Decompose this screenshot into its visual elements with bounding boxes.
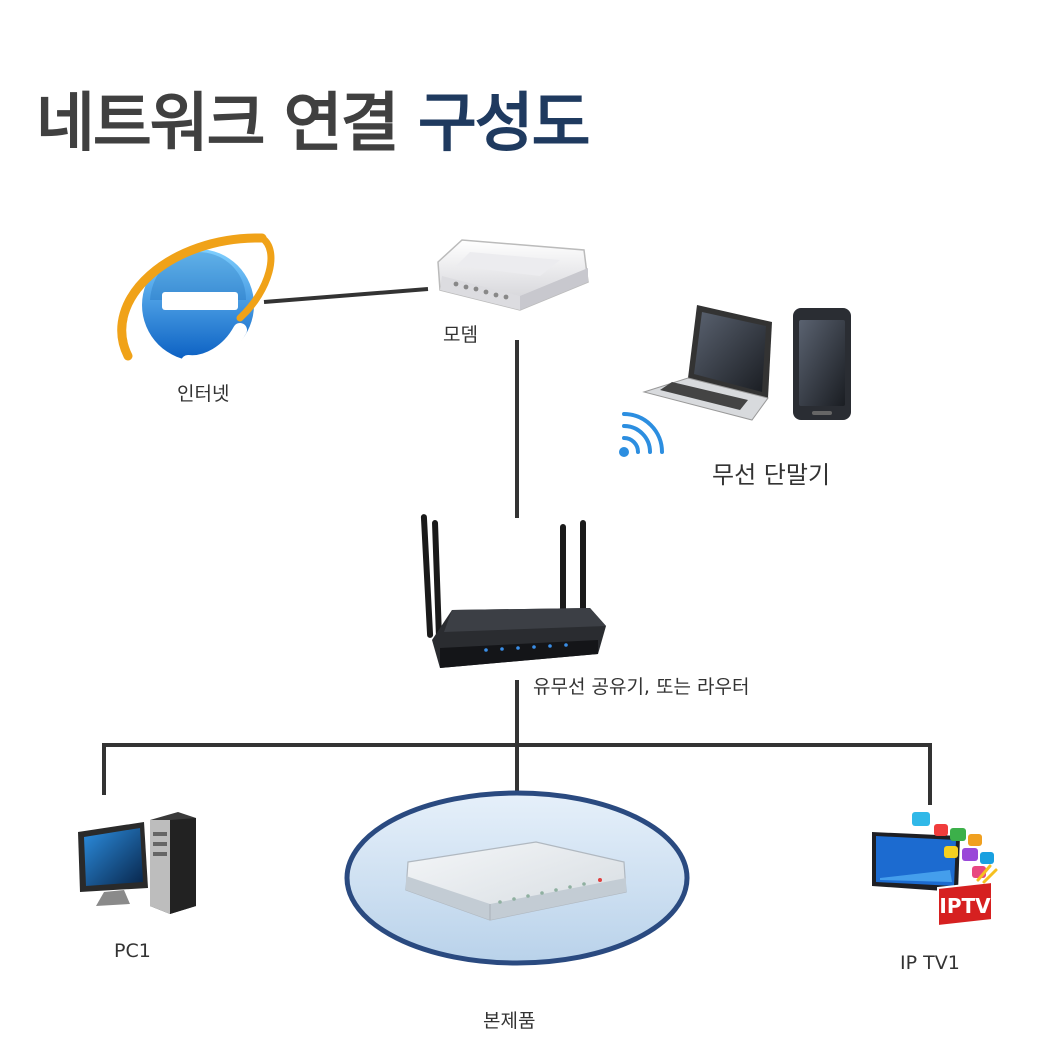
iptv-icon: IPTV — [864, 812, 998, 928]
internet-explorer-icon — [117, 233, 275, 370]
laptop-icon — [642, 305, 772, 421]
iptv-badge-text: IPTV — [939, 894, 991, 918]
label-internet: 인터넷 — [177, 383, 230, 405]
label-modem: 모뎀 — [443, 324, 478, 346]
switch-device-icon — [344, 790, 690, 966]
wifi-signal-icon — [619, 412, 664, 457]
label-iptv: IP TV1 — [900, 952, 960, 974]
modem-icon — [437, 239, 589, 311]
desktop-pc-icon — [78, 812, 196, 914]
line-internet-modem — [263, 287, 429, 304]
label-pc: PC1 — [114, 940, 151, 962]
label-wireless-device: 무선 단말기 — [712, 461, 831, 489]
label-product: 본제품 — [483, 1010, 536, 1032]
title-accent: 구성도 — [417, 87, 591, 161]
router-icon — [420, 514, 606, 668]
connection-lines — [102, 287, 932, 805]
smartphone-icon — [793, 308, 851, 420]
title-main: 네트워크 연결 — [36, 87, 418, 161]
label-router: 유무선 공유기, 또는 라우터 — [533, 676, 750, 698]
page-title: 네트워크 연결 구성도 — [36, 72, 591, 164]
